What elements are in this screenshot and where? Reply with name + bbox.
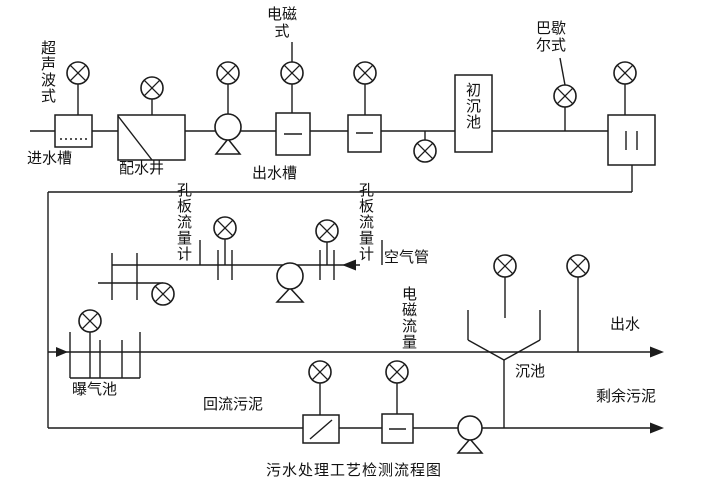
sludge-pump-icon — [456, 415, 484, 454]
label-ultrasonic-type: 超声波式 — [39, 40, 57, 104]
label-orifice-flowmeter-left: 孔板流量计 — [175, 182, 193, 262]
label-aeration-tank: 曝气池 — [72, 380, 118, 398]
flow-sensor-icon — [308, 360, 332, 384]
flow-sensor-icon — [413, 139, 437, 163]
label-air-pipe: 空气管 — [384, 248, 430, 266]
inlet-trough-box — [54, 114, 93, 148]
label-effluent: 出水 — [610, 315, 641, 333]
flow-sensor-icon — [315, 219, 339, 243]
valve-box — [302, 414, 340, 444]
distribution-well-shape — [117, 114, 186, 161]
flow-sensor-icon — [566, 254, 590, 278]
label-electromagnetic-flow: 电磁流量 — [400, 286, 418, 350]
flow-sensor-icon — [66, 61, 90, 85]
flow-sensor-icon — [213, 216, 237, 240]
primary-sedimentation-tank-box — [454, 74, 493, 153]
flow-sensor-icon — [151, 282, 175, 306]
blower-icon — [275, 262, 305, 303]
flow-sensor-icon — [493, 254, 517, 278]
label-distribution-well: 配水井 — [119, 159, 165, 177]
diagram-title: 污水处理工艺检测流程图 — [265, 461, 442, 479]
flow-sensor-icon — [78, 309, 102, 333]
label-orifice-flowmeter-right: 孔板流量计 — [357, 182, 375, 262]
pump-icon — [214, 113, 242, 155]
flow-sensor-icon — [613, 61, 637, 85]
settling-tank-shape — [467, 310, 541, 361]
label-outlet-trough: 出水槽 — [252, 164, 298, 182]
flow-sensor-icon — [385, 360, 409, 384]
aeration-tank-shape — [69, 332, 141, 379]
flowmeter-box-2 — [347, 114, 382, 153]
label-return-sludge: 回流污泥 — [203, 395, 264, 413]
flow-arrow — [650, 346, 664, 358]
flowmeter-box-1 — [275, 112, 311, 156]
flow-sensor-icon — [280, 61, 304, 85]
flow-arrow — [56, 347, 68, 357]
magnetic-flowmeter-box — [381, 413, 414, 444]
label-electromagnetic-type: 电磁式 — [266, 5, 297, 41]
air-flow-arrow — [342, 259, 356, 271]
flow-sensor-icon — [553, 84, 577, 108]
label-excess-sludge: 剩余污泥 — [596, 387, 657, 405]
flow-arrow — [650, 422, 664, 434]
flow-sensor-icon — [216, 61, 240, 85]
label-settling-tank: 沉池 — [515, 362, 546, 380]
flow-sensor-icon — [353, 61, 377, 85]
label-parshall-type: 巴歇尔式 — [535, 19, 566, 55]
label-inlet-trough: 进水槽 — [27, 149, 73, 167]
parshall-flume-box — [607, 114, 656, 166]
pipe-network — [30, 42, 654, 429]
flow-sensor-icon — [140, 76, 164, 100]
label-primary-sedimentation-tank: 初沉池 — [464, 82, 482, 130]
